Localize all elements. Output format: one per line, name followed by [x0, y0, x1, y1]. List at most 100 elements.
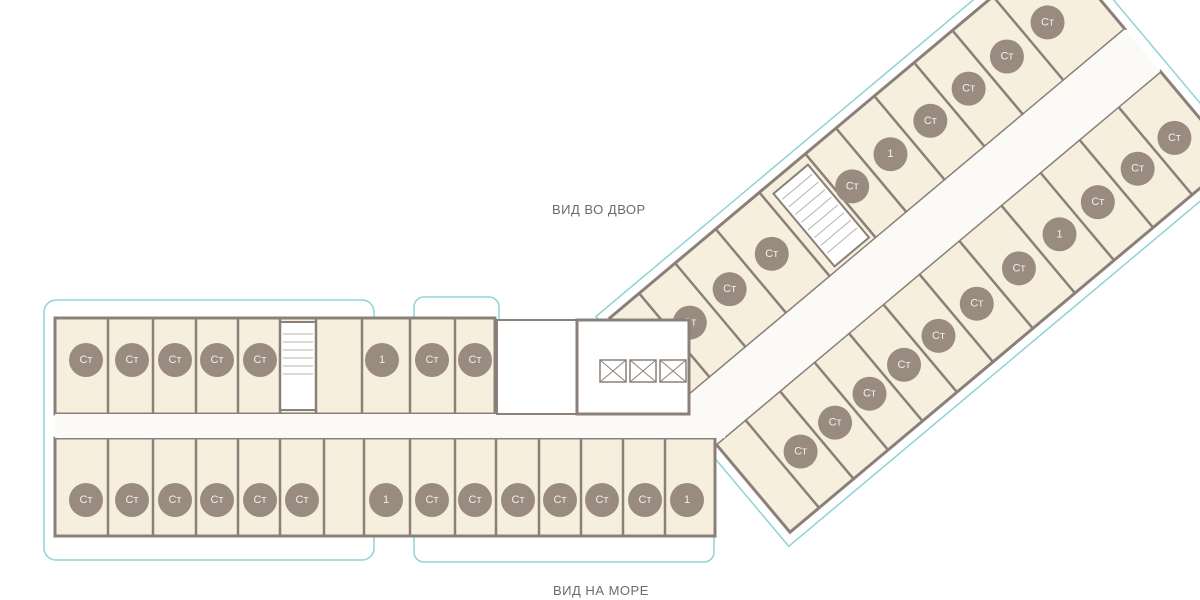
unit-type-label: Ст — [126, 494, 139, 506]
unit-badge-circle — [115, 483, 149, 517]
lift-cross-lines — [599, 359, 687, 383]
unit-badge[interactable]: Ст — [754, 236, 789, 271]
unit-badge-circle — [115, 343, 149, 377]
unit-badge-circle — [1120, 151, 1155, 186]
unit-badge[interactable]: 1 — [670, 483, 704, 517]
wall-divider — [1000, 204, 1076, 294]
yard-view-label: ВИД ВО ДВОР — [552, 202, 646, 217]
unit-badge-circle — [754, 236, 789, 271]
unit-badge-circle — [989, 39, 1024, 74]
unit-badge[interactable]: Ст — [1080, 185, 1115, 220]
east-wing-corridor — [680, 29, 1161, 445]
wall-divider — [835, 127, 908, 214]
unit-type-label: Ст — [639, 494, 652, 506]
unit-badge[interactable]: 1 — [369, 483, 403, 517]
unit-badge-circle — [458, 483, 492, 517]
unit-badge[interactable]: Ст — [415, 483, 449, 517]
unit-badge[interactable]: Ст — [415, 343, 449, 377]
unit-type-label: Ст — [469, 494, 482, 506]
unit-badge[interactable]: Ст — [69, 343, 103, 377]
unit-badge[interactable]: Ст — [852, 376, 887, 411]
unit-badge[interactable]: 1 — [365, 343, 399, 377]
unit-badge[interactable]: Ст — [501, 483, 535, 517]
wall-divider — [847, 332, 924, 422]
unit-type-label: Ст — [254, 354, 267, 366]
unit-badge[interactable]: Ст — [200, 483, 234, 517]
unit-badge-circle — [415, 343, 449, 377]
unit-type-label: Ст — [765, 248, 778, 260]
unit-type-label: Ст — [1168, 132, 1181, 144]
unit-badge[interactable]: Ст — [1001, 251, 1036, 286]
unit-type-label: Ст — [863, 388, 876, 400]
unit-badge[interactable]: Ст — [712, 272, 747, 307]
unit-badge-circle — [158, 343, 192, 377]
unit-badge-circle — [243, 343, 277, 377]
wall-divider — [778, 389, 855, 480]
unit-badge[interactable]: Ст — [69, 483, 103, 517]
unit-badge[interactable]: Ст — [951, 71, 986, 106]
unit-type-label: Ст — [970, 298, 983, 310]
unit-badge[interactable]: Ст — [543, 483, 577, 517]
unit-badge[interactable]: Ст — [1157, 120, 1192, 155]
unit-badge-circle — [69, 343, 103, 377]
unit-badge[interactable]: Ст — [115, 343, 149, 377]
unit-badge[interactable]: Ст — [1030, 5, 1065, 40]
wall-divider — [744, 418, 821, 509]
unit-badge[interactable]: Ст — [458, 483, 492, 517]
unit-badge-circle — [585, 483, 619, 517]
unit-type-label: Ст — [554, 494, 567, 506]
unit-type-label: Ст — [211, 494, 224, 506]
unit-badge[interactable]: Ст — [835, 169, 870, 204]
unit-type-label: 1 — [379, 354, 385, 366]
unit-badge-circle — [365, 343, 399, 377]
unit-badge[interactable]: Ст — [243, 483, 277, 517]
unit-badge[interactable]: Ст — [200, 343, 234, 377]
wall-divider — [1078, 138, 1155, 229]
wall-divider — [913, 61, 986, 148]
unit-badge[interactable]: Ст — [959, 286, 994, 321]
unit-badge-circle — [501, 483, 535, 517]
unit-badge[interactable]: Ст — [585, 483, 619, 517]
unit-badge[interactable]: Ст — [989, 39, 1024, 74]
wall-divider — [813, 361, 890, 451]
unit-badge[interactable]: Ст — [887, 347, 922, 382]
west-corridor — [55, 414, 725, 438]
unit-badge-circle — [873, 137, 908, 172]
wall-divider — [714, 228, 788, 315]
unit-badge[interactable]: Ст — [783, 434, 818, 469]
unit-type-label: Ст — [1131, 163, 1144, 175]
unit-badge[interactable]: Ст — [1120, 151, 1155, 186]
unit-badge[interactable]: Ст — [913, 103, 948, 138]
unit-badge[interactable]: Ст — [458, 343, 492, 377]
sea-view-label: ВИД НА МОРЕ — [553, 583, 649, 598]
unit-type-label: Ст — [1041, 16, 1054, 28]
east-wing-stair — [772, 163, 871, 268]
unit-type-label: Ст — [1091, 196, 1104, 208]
unit-badge[interactable]: Ст — [921, 318, 956, 353]
unit-badge-circle — [285, 483, 319, 517]
unit-type-label: Ст — [469, 354, 482, 366]
wall-divider — [882, 303, 958, 393]
unit-type-label: Ст — [1000, 50, 1013, 62]
unit-badge[interactable]: 1 — [1042, 217, 1077, 252]
unit-badge[interactable]: Ст — [285, 483, 319, 517]
east-wing-stair-treads — [781, 173, 858, 254]
unit-badge[interactable]: Ст — [158, 343, 192, 377]
unit-badge-circle — [243, 483, 277, 517]
unit-badge[interactable]: Ст — [158, 483, 192, 517]
unit-badge-circle — [158, 483, 192, 517]
wall-divider — [1117, 105, 1194, 196]
lift-1 — [599, 359, 627, 383]
unit-type-label: Ст — [898, 359, 911, 371]
unit-type-label: Ст — [169, 354, 182, 366]
unit-badge-circle — [852, 376, 887, 411]
unit-type-label: Ст — [80, 354, 93, 366]
unit-badge[interactable]: 1 — [873, 137, 908, 172]
unit-type-label: Ст — [932, 330, 945, 342]
unit-badge[interactable]: Ст — [818, 405, 853, 440]
unit-badge[interactable]: Ст — [115, 483, 149, 517]
unit-badge[interactable]: Ст — [628, 483, 662, 517]
unit-type-label: Ст — [169, 494, 182, 506]
unit-badge[interactable]: Ст — [243, 343, 277, 377]
unit-badge-circle — [835, 169, 870, 204]
